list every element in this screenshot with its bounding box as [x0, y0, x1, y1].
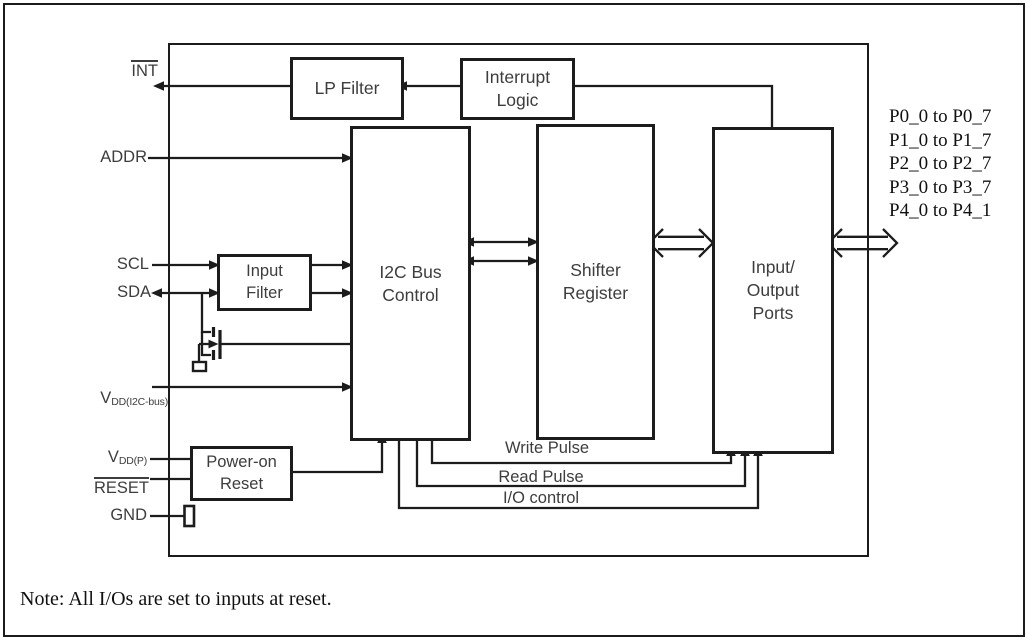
i2c-bus-control-block: I2C Bus Control [350, 126, 471, 441]
pin-label-gnd: GND [110, 506, 147, 524]
pin-label-vdd-i2c-bus-sub: DD(I2C-bus) [111, 396, 168, 408]
input-filter-label-1: Input [246, 262, 283, 281]
port-pin-range-p1: P1_0 to P1_7 [889, 129, 992, 151]
shifter-register-label-2: Register [562, 283, 629, 303]
port-pin-range-p3: P3_0 to P3_7 [889, 176, 992, 198]
int-line [153, 81, 292, 91]
shifter-register-label-1: Shifter [570, 260, 621, 281]
figure-border [3, 3, 1025, 637]
pin-label-reset-text: RESET [93, 477, 149, 497]
vdd-i2c-bus-line [152, 382, 353, 392]
io-ports-label-3: Ports [752, 302, 794, 323]
interrupt-logic-label-2: Logic [496, 90, 539, 110]
addr-line [148, 153, 353, 163]
pin-label-vdd-i2c-bus-base: V [100, 389, 112, 407]
i2c-bus-control-label-1: I2C Bus [379, 261, 442, 282]
power-on-reset-label-1: Power-on [206, 453, 277, 472]
i2c-shifter-arrow-2 [463, 256, 539, 266]
pin-label-int-text: INT [131, 60, 158, 80]
i2c-bus-control-label-2: Control [382, 284, 439, 305]
pin-label-reset: RESET [93, 477, 149, 498]
io-ports-label-2: Output [746, 280, 800, 301]
interrupt-to-lpfilter-arrow [396, 81, 462, 91]
io-ports-block: Input/ Output Ports [712, 127, 834, 454]
power-on-reset-block: Power-on Reset [190, 446, 293, 501]
input-filter-block: Input Filter [217, 254, 312, 311]
port-pin-range-p0: P0_0 to P0_7 [889, 106, 992, 127]
pin-label-sda: SDA [117, 283, 151, 301]
interrupt-logic-block: Interrupt Logic [460, 58, 575, 120]
sda-line [151, 288, 220, 298]
sda-mosfet-symbol [191, 293, 222, 373]
lp-filter-label: LP Filter [314, 78, 380, 99]
io-ports-label-1: Input/ [751, 257, 795, 278]
pin-label-int: INT [131, 60, 158, 81]
note-text: Note: All I/Os are set to inputs at rese… [20, 588, 332, 610]
scl-line [152, 260, 220, 270]
chip-boundary [168, 43, 869, 557]
read-pulse-label: Read Pulse [498, 468, 584, 486]
power-on-reset-label-2: Reset [219, 474, 264, 493]
port-pin-range-p2: P2_0 to P2_7 [889, 153, 992, 174]
io-control-label: I/O control [502, 489, 580, 507]
inputfilter-to-i2c-scl-line [305, 260, 353, 270]
write-pulse-label: Write Pulse [504, 439, 590, 457]
pin-label-vdd-p-sub: DD(P) [118, 455, 147, 467]
pin-label-scl: SCL [116, 255, 149, 273]
interrupt-to-ioports-line [568, 84, 774, 129]
input-filter-label-2: Filter [246, 283, 283, 302]
shifter-ioports-bus-arrow [647, 228, 715, 258]
lp-filter-block: LP Filter [290, 57, 404, 120]
interrupt-logic-label-1: Interrupt [484, 67, 551, 88]
port-pin-range-p4: P4_0 to P4_1 [889, 200, 992, 221]
inputfilter-to-i2c-sda-line [305, 288, 353, 298]
ioports-external-bus-arrow [826, 228, 899, 258]
pin-label-addr: ADDR [100, 148, 147, 166]
shifter-register-block: Shifter Register [536, 124, 655, 440]
i2c-shifter-arrow-1 [463, 237, 539, 247]
pin-label-vdd-p-base: V [107, 448, 119, 466]
port-pin-list: P0_0 to P0_7 P1_0 to P1_7 P2_0 to P2_7 P… [889, 105, 991, 223]
gnd-pin-symbol [183, 504, 196, 528]
